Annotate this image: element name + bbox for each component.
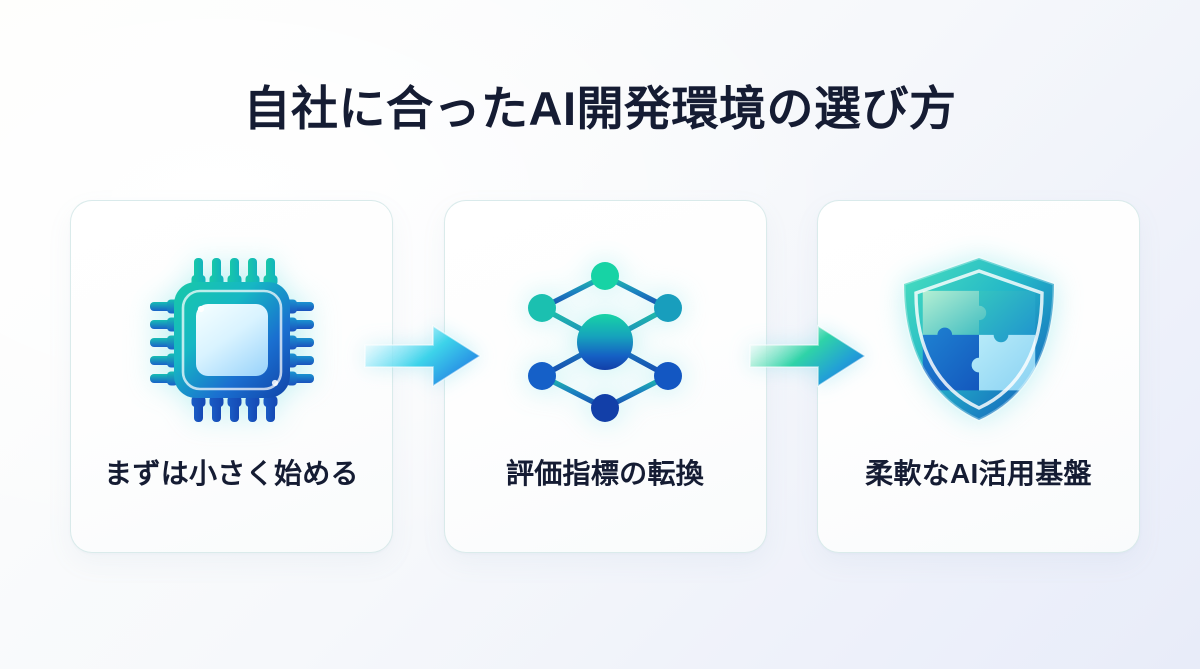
- card-step-2[interactable]: 評価指標の転換: [443, 200, 767, 553]
- card-label-1: まずは小さく始める: [104, 458, 359, 489]
- neural-network-icon: [510, 245, 700, 435]
- cpu-chip-icon: [137, 245, 327, 435]
- arrow-right-icon-1: [363, 316, 483, 396]
- shield-puzzle-icon: [884, 245, 1074, 435]
- page-title: 自社に合ったAI開発環境の選び方: [243, 82, 957, 135]
- cards-row: まずは小さく始める: [70, 200, 1140, 553]
- card-label-2: 評価指標の転換: [505, 458, 705, 489]
- card-step-1[interactable]: まずは小さく始める: [70, 200, 393, 553]
- card-step-3[interactable]: 柔軟なAI活用基盤: [817, 200, 1140, 553]
- card-label-3: 柔軟なAI活用基盤: [865, 458, 1092, 489]
- arrow-right-icon-2: [748, 316, 868, 396]
